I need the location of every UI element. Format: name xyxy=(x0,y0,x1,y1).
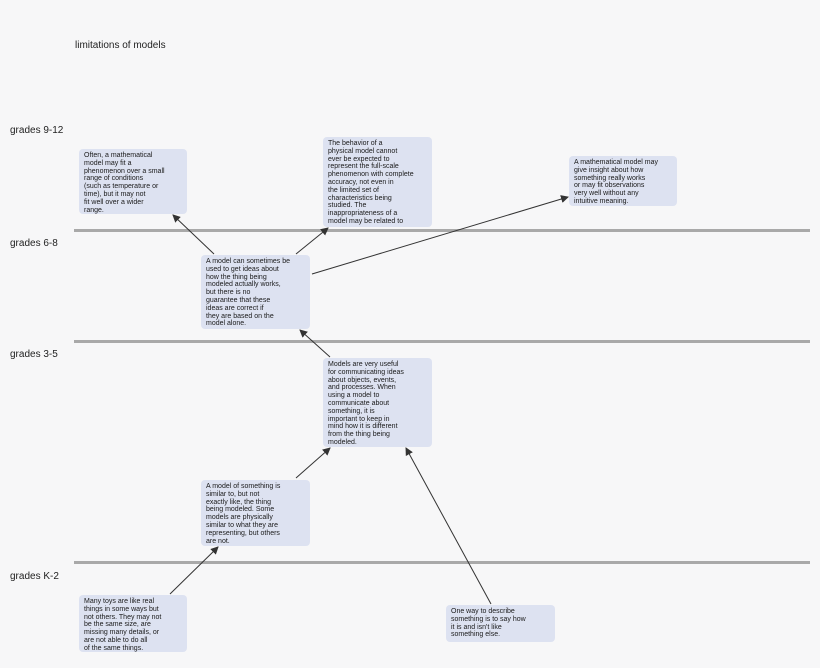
node-toys: Many toys are like real things in some w… xyxy=(79,595,187,652)
node-physical: The behavior of a physical model cannot … xyxy=(323,137,432,227)
band-label-9-12: grades 9-12 xyxy=(10,125,64,136)
arrow-ideas-to-insight xyxy=(311,195,569,275)
arrow-similar-to-useful xyxy=(295,447,331,479)
arrow-toys-to-similar xyxy=(169,546,219,595)
node-useful: Models are very useful for communicating… xyxy=(323,358,432,447)
node-describe: One way to describe something is to say … xyxy=(446,605,555,642)
node-insight: A mathematical model may give insight ab… xyxy=(569,156,677,206)
band-label-6-8: grades 6-8 xyxy=(10,238,58,249)
band-divider-9-12 xyxy=(74,229,810,232)
node-ideas: A model can sometimes be used to get ide… xyxy=(201,255,310,329)
band-label-3-5: grades 3-5 xyxy=(10,349,58,360)
arrow-ideas-to-physical xyxy=(295,227,329,255)
band-divider-3-5 xyxy=(74,561,810,564)
node-similar: A model of something is similar to, but … xyxy=(201,480,310,546)
arrow-useful-to-ideas xyxy=(299,329,331,358)
node-mathematical: Often, a mathematical model may fit a ph… xyxy=(79,149,187,214)
band-divider-6-8 xyxy=(74,340,810,343)
arrow-describe-to-useful xyxy=(405,447,492,605)
band-label-k-2: grades K-2 xyxy=(10,571,59,582)
arrow-ideas-to-mathematical xyxy=(172,214,215,255)
diagram-title: limitations of models xyxy=(75,40,166,51)
